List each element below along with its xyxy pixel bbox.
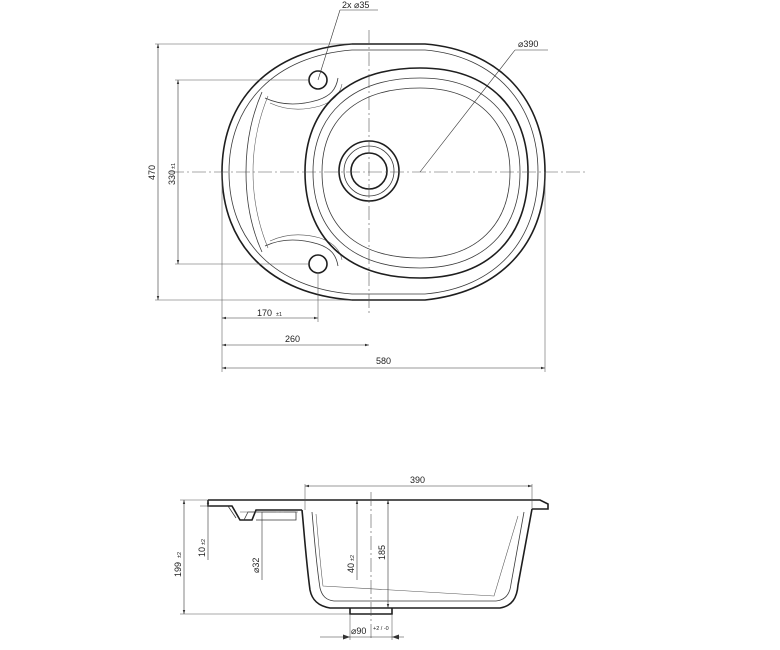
upper-recess xyxy=(264,77,339,105)
dim-drain-arrow-right xyxy=(392,634,399,640)
plan-view: 470 330 ±1 2x ⌀35 ⌀390 170 ±1 260 580 xyxy=(147,0,585,372)
dim-260-label: 260 xyxy=(285,334,300,344)
dim-330-label: 330 xyxy=(167,170,177,185)
faucet-hole-lower xyxy=(308,254,328,274)
leader-holes xyxy=(317,9,341,81)
dim-40-tol: ±2 xyxy=(350,555,356,561)
sink-rim-inner xyxy=(228,49,539,295)
dim-drain-label: ⌀90 xyxy=(351,626,366,636)
dim-section-390-label: 390 xyxy=(410,475,425,485)
section-drainboard-detail xyxy=(227,505,256,521)
dim-overflow-label: ⌀32 xyxy=(251,558,261,573)
dim-drain-tol: +2 / -0 xyxy=(373,626,389,632)
dim-330-tol: ±1 xyxy=(171,163,177,169)
upper-recess-inner xyxy=(269,83,343,110)
lower-recess xyxy=(264,239,339,267)
section-bowl-outer xyxy=(301,508,533,609)
section-bowl-inner xyxy=(311,511,525,602)
dim-580-label: 580 xyxy=(376,356,391,366)
dim-40-label: 40 xyxy=(346,563,356,573)
sink-outline xyxy=(221,43,546,301)
section-bowl-inner2 xyxy=(315,513,519,597)
dim-199-label: 199 xyxy=(173,562,183,577)
dim-10-label: 10 xyxy=(197,547,207,557)
dim-10-tol: ±2 xyxy=(201,539,207,545)
dim-170-tol: ±1 xyxy=(276,312,282,318)
bowl-rim xyxy=(312,77,521,269)
bowl-inner xyxy=(321,87,511,259)
leader-bowl xyxy=(419,49,516,173)
section-view: 390 199 ±2 10 ±2 ⌀32 40 ±2 185 ⌀90 +2 / … xyxy=(173,475,549,640)
lower-recess-inner xyxy=(269,234,343,261)
dim-470-label: 470 xyxy=(147,165,157,180)
dim-170-label: 170 xyxy=(257,308,272,318)
dim-holes-label: 2x ⌀35 xyxy=(342,0,369,10)
dim-185-label: 185 xyxy=(377,545,387,560)
faucet-hole-upper xyxy=(308,70,328,90)
dim-bowl-label: ⌀390 xyxy=(518,39,538,49)
section-rim-left xyxy=(207,500,302,521)
section-rim xyxy=(208,499,549,510)
dim-199-tol: ±2 xyxy=(177,552,183,558)
dim-drain-arrow-left xyxy=(343,634,350,640)
